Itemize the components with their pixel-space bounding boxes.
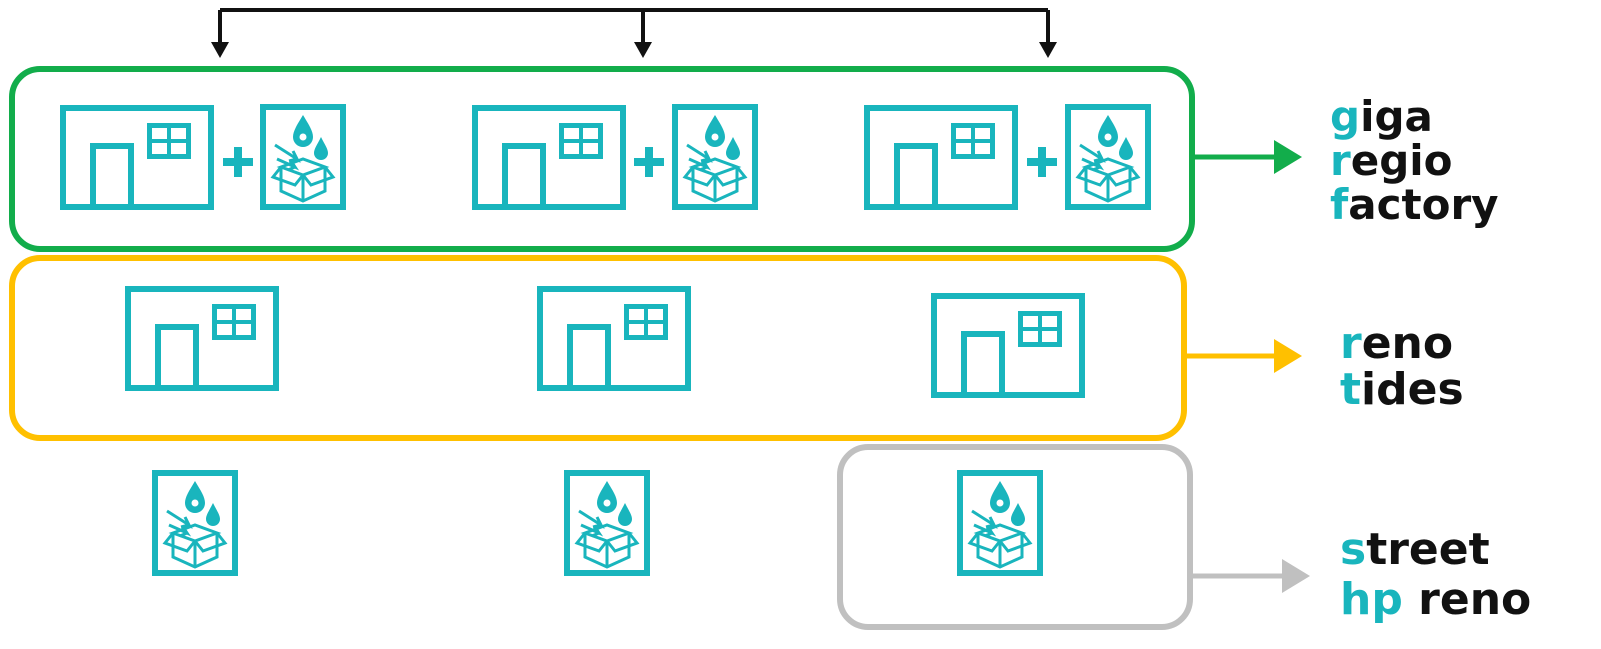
label-accent: s — [1340, 524, 1367, 575]
arrow-to-giga-regio-factory — [1192, 140, 1302, 174]
retrofit-kit-icon — [155, 473, 235, 573]
label-reno-tides: reno tides — [1340, 322, 1464, 414]
label-accent: r — [1330, 136, 1351, 185]
row-street-hp-reno — [155, 473, 1040, 573]
plus-icon — [634, 147, 664, 177]
building-icon — [63, 108, 211, 207]
label-line: regio — [1330, 140, 1499, 184]
label-rest: reno — [1402, 574, 1532, 625]
top-bracket-connector — [218, 8, 1050, 44]
building-icon — [934, 296, 1082, 395]
retrofit-kit-icon — [1068, 107, 1148, 207]
label-line: hp reno — [1340, 578, 1531, 628]
label-street-hp-reno: street hp reno — [1340, 528, 1531, 628]
building-icon — [540, 289, 688, 388]
label-line: reno — [1340, 322, 1464, 368]
label-line: street — [1340, 528, 1531, 578]
label-accent: r — [1340, 318, 1362, 369]
label-rest: iga — [1360, 92, 1433, 141]
label-rest: treet — [1366, 524, 1490, 575]
arrow-to-street-hp-reno — [1190, 559, 1310, 593]
retrofit-kit-icon — [263, 107, 343, 207]
label-accent: g — [1330, 92, 1361, 141]
retrofit-kit-icon — [960, 473, 1040, 573]
arrowhead-down-1 — [211, 42, 229, 58]
retrofit-kit-icon — [567, 473, 647, 573]
label-rest: actory — [1348, 180, 1499, 229]
label-rest: eno — [1361, 318, 1454, 369]
building-icon — [475, 108, 623, 207]
bracket-arrowheads — [211, 42, 1057, 58]
label-rest: ides — [1361, 364, 1464, 415]
label-line: giga — [1330, 96, 1499, 140]
row-reno-tides — [128, 289, 1082, 395]
arrowhead-down-3 — [1039, 42, 1057, 58]
plus-icon — [223, 147, 253, 177]
group-box-reno-tides — [9, 255, 1187, 441]
row-giga-regio-factory — [63, 107, 1148, 207]
building-icon — [128, 289, 276, 388]
label-accent: f — [1330, 180, 1349, 229]
arrow-to-reno-tides — [1184, 339, 1302, 373]
label-line: tides — [1340, 368, 1464, 414]
label-rest: egio — [1350, 136, 1453, 185]
label-accent: hp — [1340, 574, 1403, 625]
retrofit-kit-icon — [675, 107, 755, 207]
plus-icon — [1027, 147, 1057, 177]
label-line: factory — [1330, 184, 1499, 228]
label-accent: t — [1340, 364, 1362, 415]
building-icon — [867, 108, 1015, 207]
arrowhead-down-2 — [634, 42, 652, 58]
group-box-street-hp-reno — [837, 444, 1193, 630]
label-giga-regio-factory: giga regio factory — [1330, 96, 1499, 228]
